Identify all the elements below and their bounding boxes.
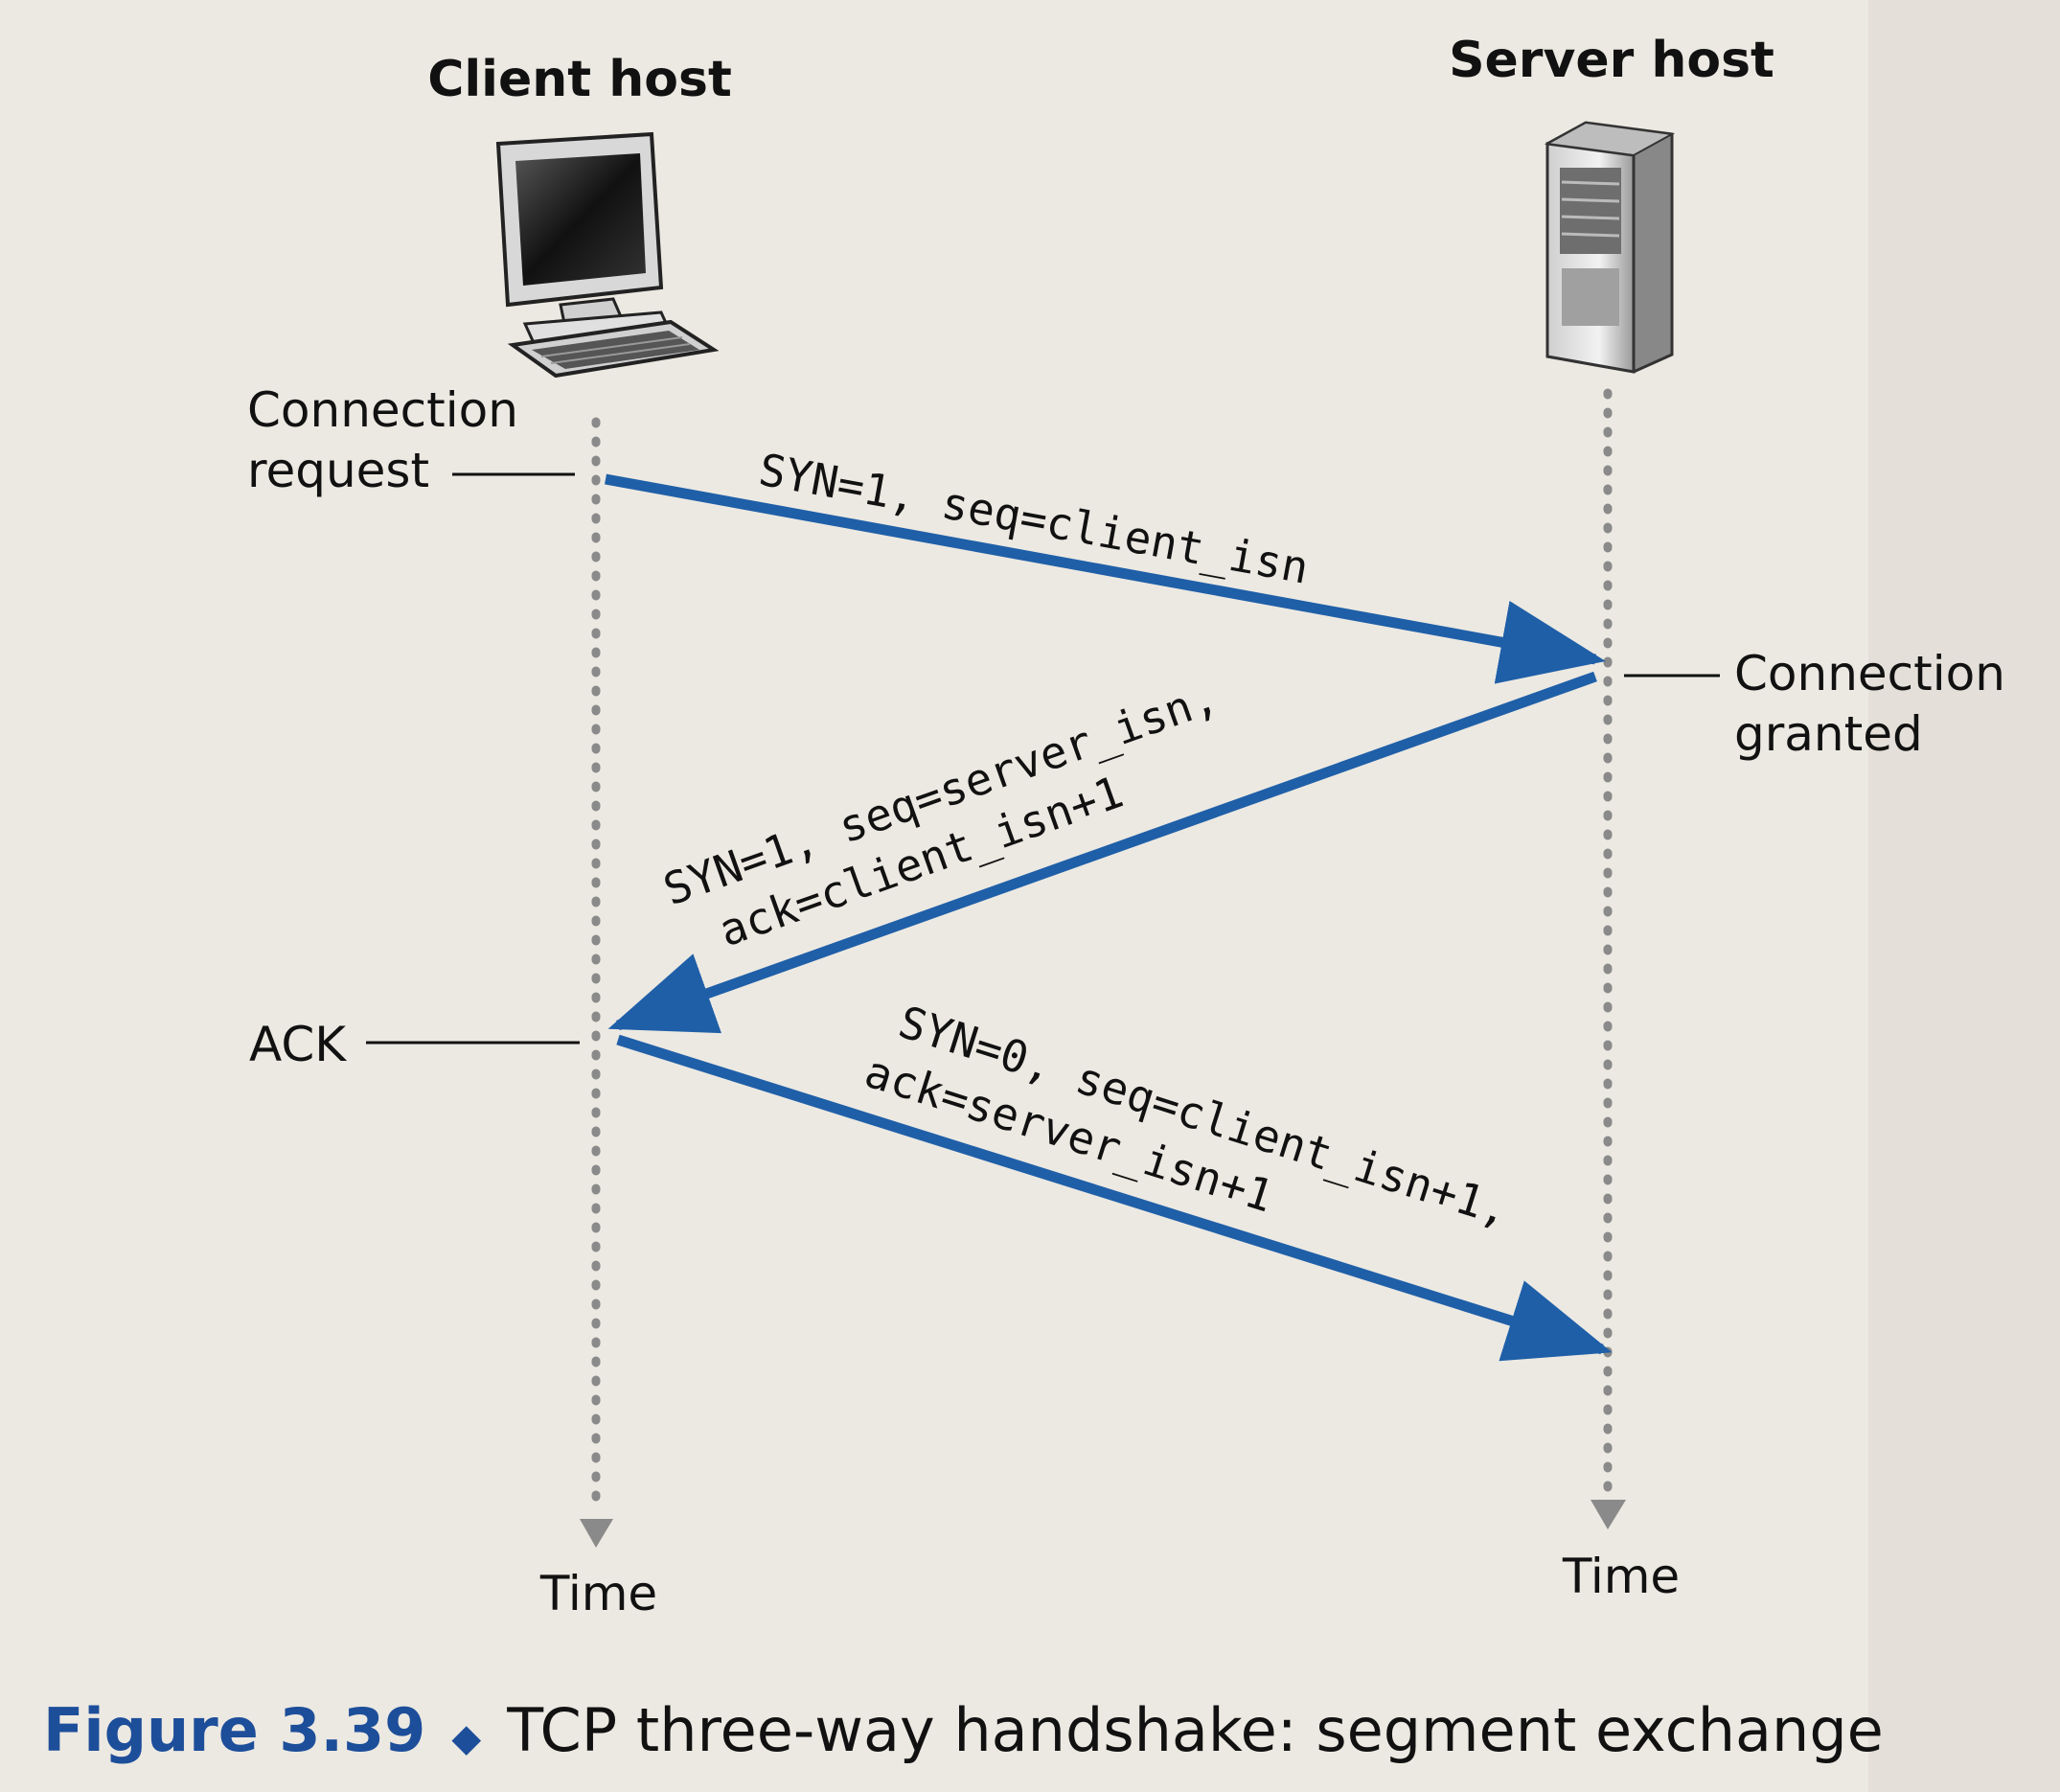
connection-request-label-line2: request: [247, 443, 429, 498]
client-timeline-arrowhead: [580, 1519, 613, 1548]
connection-request-label-line1: Connection: [247, 382, 518, 438]
server-timeline-arrowhead: [1591, 1500, 1626, 1529]
figure-caption: Figure 3.39 ◆ TCP three-way handshake: s…: [43, 1695, 1884, 1765]
figure-caption-text: TCP three-way handshake: segment exchang…: [506, 1695, 1884, 1765]
ack-arrow: [616, 1034, 1613, 1362]
client-time-label: Time: [539, 1566, 657, 1621]
desktop-computer-icon: [495, 131, 720, 379]
caption-bullet-icon: ◆: [451, 1716, 481, 1760]
server-time-label: Time: [1562, 1549, 1680, 1604]
syn-arrow: [605, 473, 1606, 684]
server-host-label: Server host: [1449, 32, 1774, 89]
client-host-label: Client host: [427, 51, 732, 108]
connection-granted-label-line1: Connection: [1734, 646, 2005, 701]
connection-granted-label-line2: granted: [1734, 706, 1923, 762]
page-shade: [1868, 0, 2060, 1792]
synack-arrow: [607, 671, 1597, 1034]
ack-label: ACK: [249, 1017, 347, 1072]
figure-number: Figure 3.39: [43, 1695, 425, 1765]
server-tower-icon: [1544, 121, 1676, 374]
